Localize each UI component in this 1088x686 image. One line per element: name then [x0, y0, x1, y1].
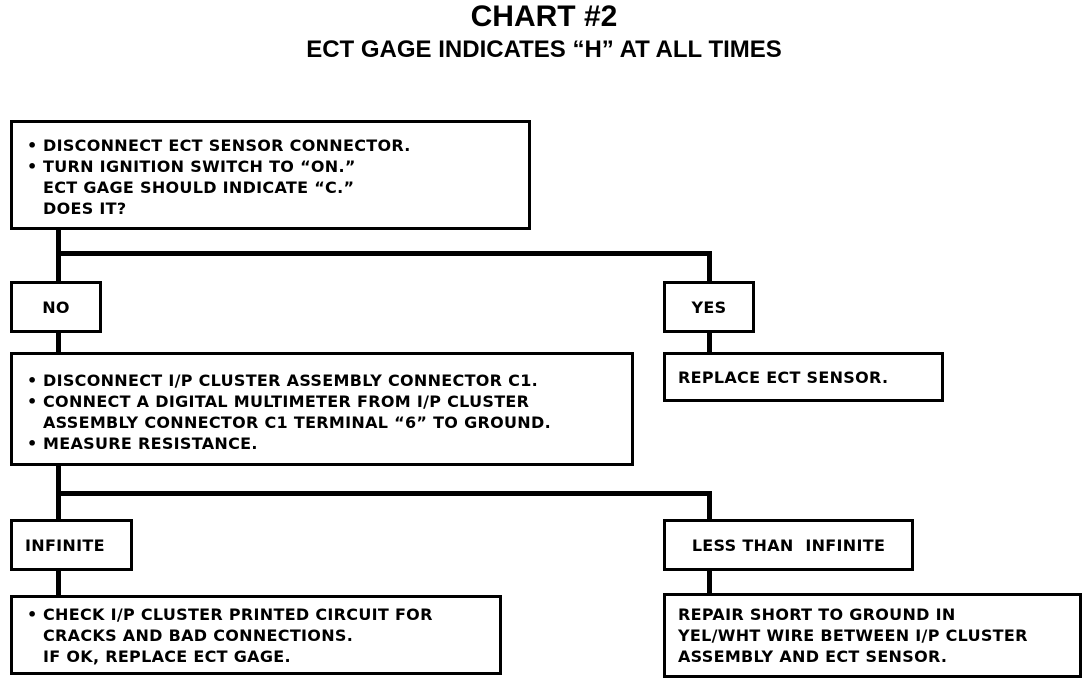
- infinite-action-bullet: •CHECK I/P CLUSTER PRINTED CIRCUIT FOR: [27, 605, 433, 624]
- connector-infinite-to-action: [56, 569, 61, 597]
- no-label: NO: [10, 281, 102, 333]
- less-action-line1: REPAIR SHORT TO GROUND IN: [678, 605, 956, 624]
- less-than-infinite-label: LESS THAN INFINITE: [663, 519, 914, 571]
- connector-yes-to-action: [707, 331, 712, 353]
- infinite-action-line3: IF OK, REPLACE ECT GAGE.: [43, 647, 291, 666]
- replace-ect-sensor-box: REPLACE ECT SENSOR.: [663, 352, 944, 402]
- connector-yes-down: [707, 251, 712, 281]
- step2-bullet-1: •DISCONNECT I/P CLUSTER ASSEMBLY CONNECT…: [27, 371, 539, 390]
- step2-continuation: ASSEMBLY CONNECTOR C1 TERMINAL “6” TO GR…: [43, 413, 551, 432]
- connector-no-to-step2: [56, 331, 61, 353]
- infinite-action-line2: CRACKS AND BAD CONNECTIONS.: [43, 626, 354, 645]
- step1-question: ECT GAGE SHOULD INDICATE “C.”: [43, 178, 355, 197]
- step1-does-it: DOES IT?: [43, 199, 127, 218]
- connector-step2-horizontal: [56, 491, 712, 496]
- step2-bullet-2: •CONNECT A DIGITAL MULTIMETER FROM I/P C…: [27, 392, 530, 411]
- infinite-action-box: •CHECK I/P CLUSTER PRINTED CIRCUIT FOR C…: [10, 595, 502, 675]
- less-action-box: REPAIR SHORT TO GROUND IN YEL/WHT WIRE B…: [663, 593, 1082, 678]
- yes-label: YES: [663, 281, 755, 333]
- step1-bullet-1: •DISCONNECT ECT SENSOR CONNECTOR.: [27, 136, 411, 155]
- chart-title: CHART #2: [470, 0, 618, 33]
- step2-box: •DISCONNECT I/P CLUSTER ASSEMBLY CONNECT…: [10, 352, 634, 466]
- step2-bullet-3: •MEASURE RESISTANCE.: [27, 434, 258, 453]
- less-action-line2: YEL/WHT WIRE BETWEEN I/P CLUSTER: [678, 626, 1028, 645]
- less-action-line3: ASSEMBLY AND ECT SENSOR.: [678, 647, 948, 666]
- step1-box: •DISCONNECT ECT SENSOR CONNECTOR. •TURN …: [10, 120, 531, 230]
- infinite-label: INFINITE: [10, 519, 133, 571]
- connector-step1-horizontal: [56, 251, 712, 256]
- chart-subtitle: ECT GAGE INDICATES “H” AT ALL TIMES: [306, 36, 782, 63]
- connector-less-down: [707, 491, 712, 520]
- connector-less-to-action: [707, 569, 712, 595]
- step1-bullet-2: •TURN IGNITION SWITCH TO “ON.”: [27, 157, 356, 176]
